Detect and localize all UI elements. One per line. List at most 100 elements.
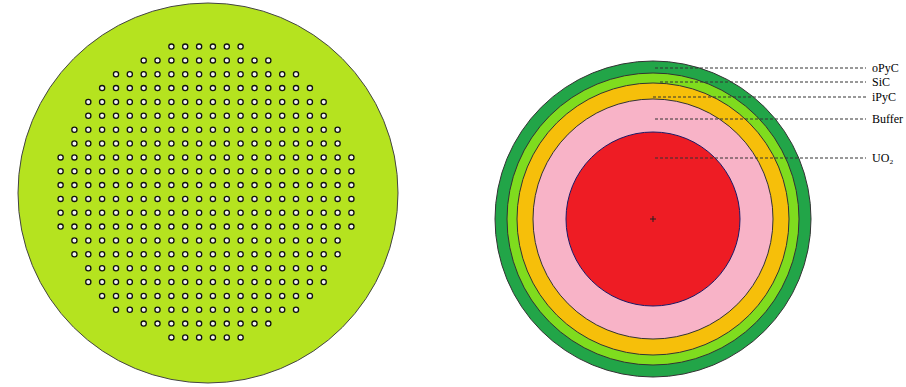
- triso-particle: [321, 155, 326, 160]
- triso-particle: [280, 86, 285, 91]
- opyc-layer: [495, 61, 811, 377]
- triso-particle: [141, 266, 146, 271]
- triso-particle: [335, 169, 340, 174]
- triso-particle: [169, 44, 174, 49]
- triso-particle: [155, 58, 160, 63]
- triso-particle: [224, 266, 229, 271]
- triso-particle: [293, 127, 298, 132]
- triso-particle: [293, 279, 298, 284]
- triso-particle: [183, 279, 188, 284]
- triso-particle: [280, 169, 285, 174]
- triso-particle: [86, 196, 91, 201]
- triso-particle: [280, 196, 285, 201]
- triso-particle: [335, 155, 340, 160]
- layer-label: Buffer: [872, 112, 903, 126]
- triso-particle: [293, 183, 298, 188]
- triso-particle: [127, 169, 132, 174]
- triso-particle: [252, 307, 257, 312]
- triso-particle: [127, 210, 132, 215]
- triso-particle: [155, 238, 160, 243]
- triso-particle: [183, 72, 188, 77]
- triso-particle: [335, 210, 340, 215]
- triso-particle: [141, 183, 146, 188]
- triso-particle: [72, 127, 77, 132]
- triso-particle: [169, 279, 174, 284]
- triso-particle: [321, 266, 326, 271]
- leader-line: [660, 82, 866, 83]
- triso-particle: [335, 224, 340, 229]
- triso-particle: [155, 321, 160, 326]
- triso-particle: [349, 210, 354, 215]
- triso-particle: [210, 99, 215, 104]
- triso-particle: [252, 86, 257, 91]
- triso-particle: [238, 307, 243, 312]
- triso-particle: [266, 196, 271, 201]
- triso-particle: [197, 44, 202, 49]
- triso-particle: [238, 279, 243, 284]
- triso-particle: [252, 99, 257, 104]
- triso-particle: [113, 224, 118, 229]
- triso-particle: [321, 183, 326, 188]
- triso-particle: [100, 224, 105, 229]
- triso-particle: [210, 183, 215, 188]
- triso-particle: [155, 86, 160, 91]
- sic-layer: [507, 73, 799, 365]
- triso-particle: [86, 127, 91, 132]
- triso-particle: [307, 196, 312, 201]
- triso-particle: [113, 266, 118, 271]
- triso-particle: [113, 169, 118, 174]
- triso-particle: [58, 155, 63, 160]
- triso-particle: [183, 58, 188, 63]
- triso-particle: [72, 224, 77, 229]
- triso-particle: [210, 293, 215, 298]
- triso-particle: [238, 210, 243, 215]
- triso-particle: [155, 141, 160, 146]
- triso-particle: [141, 238, 146, 243]
- triso-particle: [155, 196, 160, 201]
- triso-particle: [72, 141, 77, 146]
- triso-particle: [210, 307, 215, 312]
- triso-particle: [224, 127, 229, 132]
- triso-particle: [280, 99, 285, 104]
- triso-particle: [169, 169, 174, 174]
- triso-particle: [197, 321, 202, 326]
- triso-particle: [86, 141, 91, 146]
- triso-particle: [113, 210, 118, 215]
- triso-particle: [266, 86, 271, 91]
- particle-array: [58, 44, 354, 340]
- triso-particle: [155, 113, 160, 118]
- triso-particle: [127, 224, 132, 229]
- triso-particle: [169, 155, 174, 160]
- triso-particle: [224, 183, 229, 188]
- triso-particle: [155, 266, 160, 271]
- leader-line: [655, 119, 866, 120]
- triso-particle: [183, 321, 188, 326]
- triso-particle: [100, 183, 105, 188]
- triso-particle: [266, 238, 271, 243]
- triso-particle: [293, 224, 298, 229]
- triso-particle: [321, 169, 326, 174]
- triso-particle: [280, 224, 285, 229]
- triso-particle: [210, 169, 215, 174]
- triso-particle: [197, 72, 202, 77]
- triso-particle: [197, 307, 202, 312]
- triso-particle: [266, 141, 271, 146]
- triso-particle: [127, 196, 132, 201]
- triso-particle: [321, 127, 326, 132]
- triso-particle: [86, 183, 91, 188]
- triso-particle: [197, 252, 202, 257]
- triso-particle: [307, 252, 312, 257]
- layer-label: oPyC: [872, 61, 899, 75]
- triso-particle: [238, 266, 243, 271]
- triso-particle: [238, 183, 243, 188]
- triso-particle: [86, 169, 91, 174]
- triso-particle: [224, 210, 229, 215]
- triso-particle: [183, 86, 188, 91]
- leader-line: [655, 68, 866, 69]
- triso-particle: [280, 141, 285, 146]
- triso-particle: [252, 279, 257, 284]
- triso-particle: [183, 127, 188, 132]
- triso-particle: [266, 169, 271, 174]
- triso-particle: [210, 266, 215, 271]
